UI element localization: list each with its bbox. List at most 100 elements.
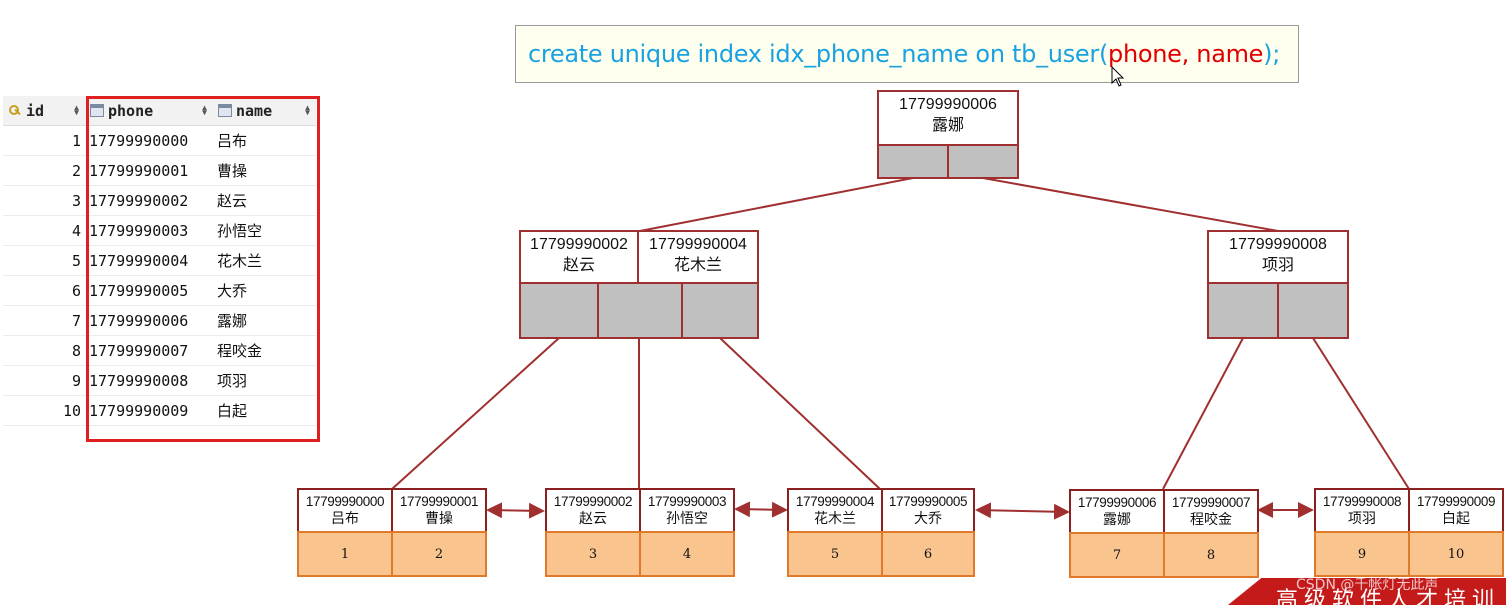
watermark-banner <box>1228 578 1506 605</box>
internal-key: 17799990004 花木兰 <box>637 230 759 284</box>
leaf-value: 5 <box>787 531 883 577</box>
key-name: 露娜 <box>931 115 964 134</box>
cell-phone: 17799990000 <box>85 125 213 156</box>
cell-id: 4 <box>3 215 85 246</box>
child-pointer <box>1277 282 1349 339</box>
key-phone: 17799990007 <box>1171 495 1251 510</box>
tree-edge <box>391 337 560 490</box>
cell-name: 赵云 <box>213 185 316 216</box>
key-name: 花木兰 <box>673 255 722 274</box>
cell-phone: 17799990003 <box>85 215 213 246</box>
sort-icon[interactable]: ▲▼ <box>305 103 310 117</box>
internal-key: 17799990008 项羽 <box>1207 230 1349 284</box>
leaf-key: 17799990000 吕布 <box>297 488 393 533</box>
child-pointer <box>681 282 759 339</box>
key-name: 大乔 <box>914 511 942 527</box>
cell-name: 程咬金 <box>213 335 316 366</box>
tree-edge <box>1162 337 1244 490</box>
key-phone: 17799990002 <box>530 236 628 253</box>
leaf-value: 9 <box>1314 531 1410 577</box>
cell-name: 花木兰 <box>213 245 316 276</box>
child-pointer <box>1207 282 1279 339</box>
leaf-value: 10 <box>1408 531 1504 577</box>
cell-id: 6 <box>3 275 85 306</box>
cell-phone: 17799990004 <box>85 245 213 276</box>
tree-edge <box>982 177 1279 232</box>
tree-edge <box>1312 337 1410 490</box>
cell-name: 曹操 <box>213 155 316 186</box>
sort-icon[interactable]: ▲▼ <box>202 103 207 117</box>
leaf-value: 2 <box>391 531 487 577</box>
column-header-name[interactable]: name▲▼ <box>213 96 316 126</box>
cell-phone: 17799990006 <box>85 305 213 336</box>
key-name: 吕布 <box>331 511 359 527</box>
leaf-value: 1 <box>297 531 393 577</box>
key-name: 花木兰 <box>814 511 856 527</box>
key-name: 项羽 <box>1348 511 1376 527</box>
leaf-key: 17799990003 孙悟空 <box>639 488 735 533</box>
key-phone: 17799990006 <box>899 96 997 113</box>
column-header-phone[interactable]: phone ▲▼ <box>85 96 213 126</box>
leaf-value: 3 <box>545 531 641 577</box>
child-pointer <box>947 144 1019 179</box>
column-header-label: phone <box>108 101 154 120</box>
leaf-key: 17799990001 曹操 <box>391 488 487 533</box>
key-name: 白起 <box>1442 511 1470 527</box>
column-header-id[interactable]: id▲▼ <box>3 96 85 126</box>
column-icon <box>90 104 104 117</box>
leaf-value: 6 <box>881 531 975 577</box>
child-pointer <box>597 282 683 339</box>
sql-columns: phone, name <box>1108 40 1264 68</box>
key-name: 项羽 <box>1261 255 1294 274</box>
root-key: 17799990006 露娜 <box>877 90 1019 146</box>
cell-name: 项羽 <box>213 365 316 396</box>
key-phone: 17799990004 <box>649 236 747 253</box>
child-pointer <box>877 144 949 179</box>
leaf-key: 17799990007 程咬金 <box>1163 489 1259 534</box>
key-phone: 17799990004 <box>795 494 875 509</box>
cell-id: 1 <box>3 125 85 156</box>
sort-icon[interactable]: ▲▼ <box>74 103 79 117</box>
leaf-link-arrow <box>486 502 545 519</box>
cell-name: 孙悟空 <box>213 215 316 246</box>
cell-name: 大乔 <box>213 275 316 306</box>
key-phone: 17799990001 <box>399 494 479 509</box>
leaf-value: 7 <box>1069 532 1165 578</box>
leaf-key: 17799990002 赵云 <box>545 488 641 533</box>
cell-id: 8 <box>3 335 85 366</box>
child-pointer <box>519 282 599 339</box>
cell-phone: 17799990002 <box>85 185 213 216</box>
leaf-key: 17799990006 露娜 <box>1069 489 1165 534</box>
key-name: 赵云 <box>562 255 595 274</box>
cell-id: 9 <box>3 365 85 396</box>
cell-id: 2 <box>3 155 85 186</box>
key-phone: 17799990006 <box>1077 495 1157 510</box>
key-name: 露娜 <box>1103 512 1131 528</box>
leaf-key: 17799990009 白起 <box>1408 488 1504 533</box>
cell-phone: 17799990005 <box>85 275 213 306</box>
key-phone: 17799990003 <box>647 494 727 509</box>
leaf-link-arrow <box>975 502 1070 520</box>
key-phone: 17799990009 <box>1416 494 1496 509</box>
key-phone: 17799990000 <box>305 494 385 509</box>
csdn-watermark: CSDN @千帐灯无此声 <box>1296 577 1439 593</box>
internal-key: 17799990002 赵云 <box>519 230 639 284</box>
cell-name: 吕布 <box>213 125 316 156</box>
tree-edge <box>719 337 881 490</box>
cell-id: 3 <box>3 185 85 216</box>
tree-edge <box>639 177 914 232</box>
leaf-value: 8 <box>1163 532 1259 578</box>
cell-phone: 17799990007 <box>85 335 213 366</box>
mouse-pointer-icon <box>1111 66 1125 87</box>
